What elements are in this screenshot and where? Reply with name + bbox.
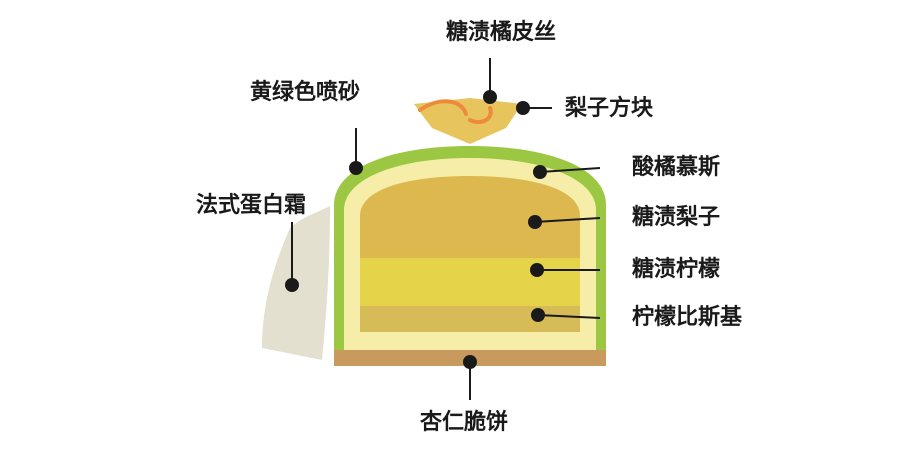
leader-dot-pear-cubes	[516, 101, 530, 115]
label-candied-pear: 糖渍梨子	[632, 205, 721, 230]
label-candied-lemon: 糖渍柠檬	[632, 257, 721, 282]
orange-peel-strip	[468, 106, 493, 125]
leader-dot-almond	[463, 355, 477, 369]
leader-dot-orange-peel	[483, 90, 497, 104]
leader-dot-biscuit	[531, 308, 545, 322]
label-almond-crisp: 杏仁脆饼	[420, 410, 509, 435]
candied-pear-layer	[360, 176, 580, 262]
lemon-biscuit-layer	[360, 306, 580, 332]
leader-dot-meringue	[285, 278, 299, 292]
leader-dot-pear	[528, 215, 542, 229]
label-lemon-biscuit: 柠檬比斯基	[632, 305, 743, 330]
leader-dot-mousse	[533, 165, 547, 179]
candied-lemon-layer	[360, 258, 580, 306]
label-sour-orange-mousse: 酸橘慕斯	[632, 155, 721, 180]
leader-line-pear	[534, 217, 601, 223]
orange-peel-strip	[418, 99, 468, 116]
label-candied-orange-peel: 糖渍橘皮丝	[446, 20, 557, 45]
label-pear-cubes: 梨子方块	[565, 96, 654, 121]
label-yellow-green-spray: 黄绿色喷砂	[250, 80, 361, 105]
pear-cube	[414, 98, 522, 144]
leader-dot-lemon	[530, 263, 544, 277]
leader-line-biscuit	[537, 314, 601, 319]
leader-line-mousse	[539, 167, 601, 173]
leader-dot-spray	[349, 161, 363, 175]
label-french-meringue: 法式蛋白霜	[196, 193, 307, 218]
